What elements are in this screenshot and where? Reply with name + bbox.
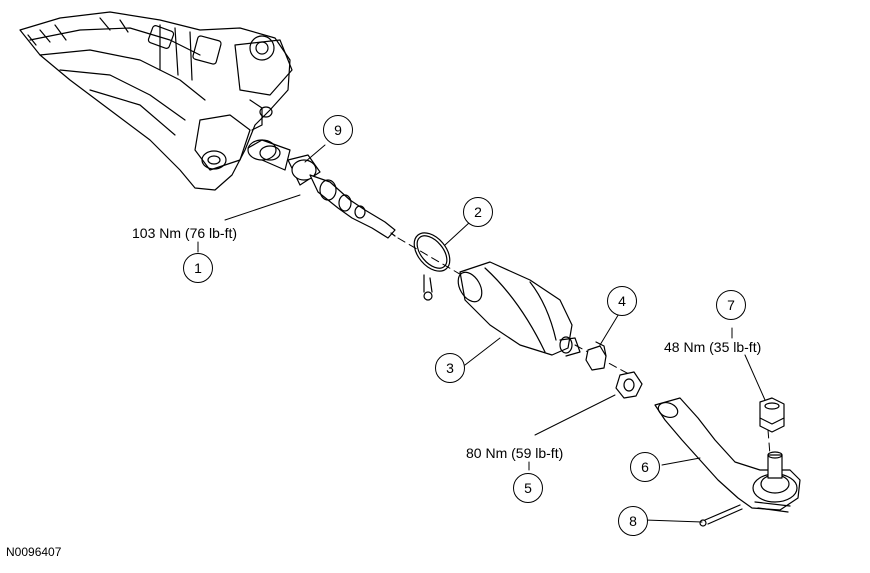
- torque-label-7: 48 Nm (35 lb-ft): [664, 339, 762, 355]
- castle-nut: [759, 397, 785, 433]
- boot-clamp: [413, 232, 451, 301]
- figure-id: N0096407: [6, 545, 62, 559]
- jam-nut: [585, 341, 643, 399]
- leader-lines: [197, 144, 766, 523]
- torque-label-1: 103 Nm (76 lb-ft): [132, 225, 238, 241]
- callout-3: 3: [435, 353, 465, 383]
- callout-8: 8: [618, 506, 648, 536]
- outer-tie-rod-end: [654, 397, 801, 527]
- torque-label-5: 80 Nm (59 lb-ft): [466, 445, 564, 461]
- callout-7: 7: [716, 290, 746, 320]
- callout-6: 6: [630, 452, 660, 482]
- callout-2: 2: [463, 197, 493, 227]
- callout-1: 1: [183, 253, 213, 283]
- steering-gear-housing: [19, 11, 293, 191]
- callout-4: 4: [607, 286, 637, 316]
- bellows-boot: [457, 261, 581, 357]
- callout-5: 5: [513, 473, 543, 503]
- inner-tie-rod: [287, 154, 396, 239]
- center-line: [397, 237, 771, 456]
- callout-9: 9: [323, 115, 353, 145]
